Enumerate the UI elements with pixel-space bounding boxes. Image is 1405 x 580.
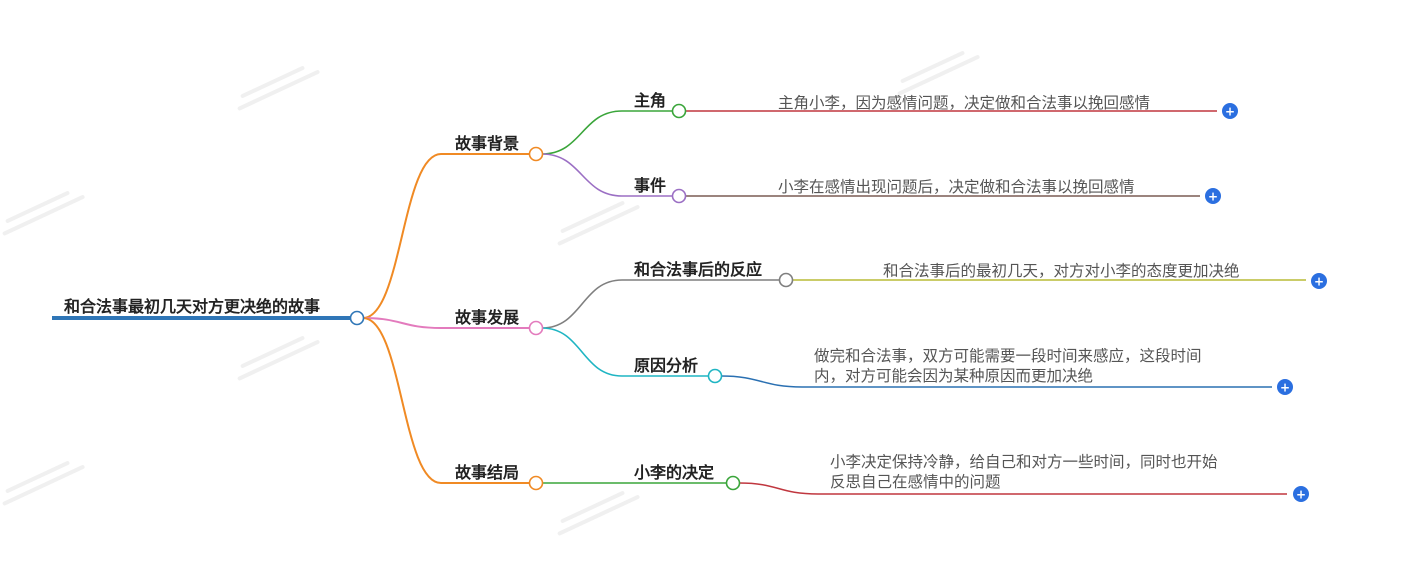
watermark-bar xyxy=(5,461,70,493)
detail-text: 反思自己在感情中的问题 xyxy=(830,473,1001,491)
watermark-bar xyxy=(897,55,980,96)
subtopic-collapse-toggle[interactable] xyxy=(707,368,723,384)
detail-connector xyxy=(720,375,1272,388)
watermark-mark xyxy=(2,191,85,236)
edges-layer xyxy=(52,110,1306,495)
watermark-bar xyxy=(240,66,305,98)
expand-plus-glyph: + xyxy=(1225,105,1235,119)
expand-plus-glyph: + xyxy=(1280,381,1290,395)
subtopic: 和合法事后的反应 xyxy=(634,260,762,279)
expand-plus-icon[interactable] xyxy=(1222,103,1238,119)
detail-text: 主角小李，因为感情问题，决定做和合法事以挽回感情 xyxy=(778,94,1150,112)
watermark-mark xyxy=(557,491,640,536)
subtopic-connector xyxy=(541,327,623,377)
detail-text: 做完和合法事，双方可能需要一段时间来感应，这段时间 xyxy=(814,346,1202,365)
subtopic-collapse-toggle[interactable] xyxy=(778,272,794,288)
watermark-bar xyxy=(2,195,85,236)
watermark-bar xyxy=(557,205,640,246)
branch-connector xyxy=(362,153,442,319)
expand-plus-icon[interactable] xyxy=(1205,188,1221,204)
expand-plus-icon[interactable] xyxy=(1311,273,1327,289)
subtopic: 小李的决定 xyxy=(634,463,714,482)
detail-text: 小李在感情出现问题后，决定做和合法事以挽回感情 xyxy=(778,178,1135,196)
branch-connector xyxy=(362,317,442,329)
subtopic-connector xyxy=(541,110,623,155)
watermark-bar xyxy=(2,465,85,506)
detail-connector xyxy=(738,482,1287,495)
subtopic: 事件 xyxy=(634,176,666,195)
detail-text: 小李决定保持冷静，给自己和对方一些时间，同时也开始 xyxy=(830,453,1218,471)
branch-collapse-toggle[interactable] xyxy=(528,475,544,491)
subtopic: 原因分析 xyxy=(634,356,698,375)
subtopic-collapse-toggle[interactable] xyxy=(725,475,741,491)
watermark-bar xyxy=(240,336,305,368)
branch-collapse-toggle[interactable] xyxy=(528,320,544,336)
subtopic-connector xyxy=(541,279,623,329)
watermark-bar xyxy=(900,51,965,83)
watermark-mark xyxy=(237,66,320,111)
subtopic-collapse-toggle[interactable] xyxy=(671,103,687,119)
subtopic: 主角 xyxy=(634,91,666,110)
root-topic: 和合法事最初几天对方更决绝的故事 xyxy=(64,297,320,316)
expand-plus-glyph: + xyxy=(1296,488,1306,502)
watermark-bar xyxy=(237,340,320,381)
watermark-layer xyxy=(2,51,980,536)
expand-plus-glyph: + xyxy=(1314,275,1324,289)
branch-collapse-toggle[interactable] xyxy=(528,146,544,162)
root-collapse-toggle[interactable] xyxy=(349,310,365,326)
subtopic-collapse-toggle[interactable] xyxy=(671,188,687,204)
watermark-mark xyxy=(237,336,320,381)
watermark-mark xyxy=(557,201,640,246)
watermark-bar xyxy=(560,201,625,233)
expand-plus-icon[interactable] xyxy=(1277,379,1293,395)
nodes-layer: 和合法事最初几天对方更决绝的故事 故事背景 主角 主角小李，因为感情问题，决定做和合法… xyxy=(64,91,1327,502)
watermark-bar xyxy=(237,70,320,111)
expand-plus-glyph: + xyxy=(1208,190,1218,204)
detail-text: 内，对方可能会因为某种原因而更加决绝 xyxy=(814,367,1093,385)
watermark-bar xyxy=(557,495,640,536)
subtopic-connector xyxy=(541,153,623,197)
branch-topic: 故事发展 xyxy=(455,308,520,327)
watermark-mark xyxy=(2,461,85,506)
expand-plus-icon[interactable] xyxy=(1293,486,1309,502)
watermark-bar xyxy=(5,191,70,223)
branch-connector xyxy=(362,317,442,484)
watermark-mark xyxy=(897,51,980,96)
branch-topic: 故事结局 xyxy=(455,463,519,482)
watermark-bar xyxy=(560,491,625,523)
detail-text: 和合法事后的最初几天，对方对小李的态度更加决绝 xyxy=(883,262,1240,280)
branch-topic: 故事背景 xyxy=(455,134,519,153)
